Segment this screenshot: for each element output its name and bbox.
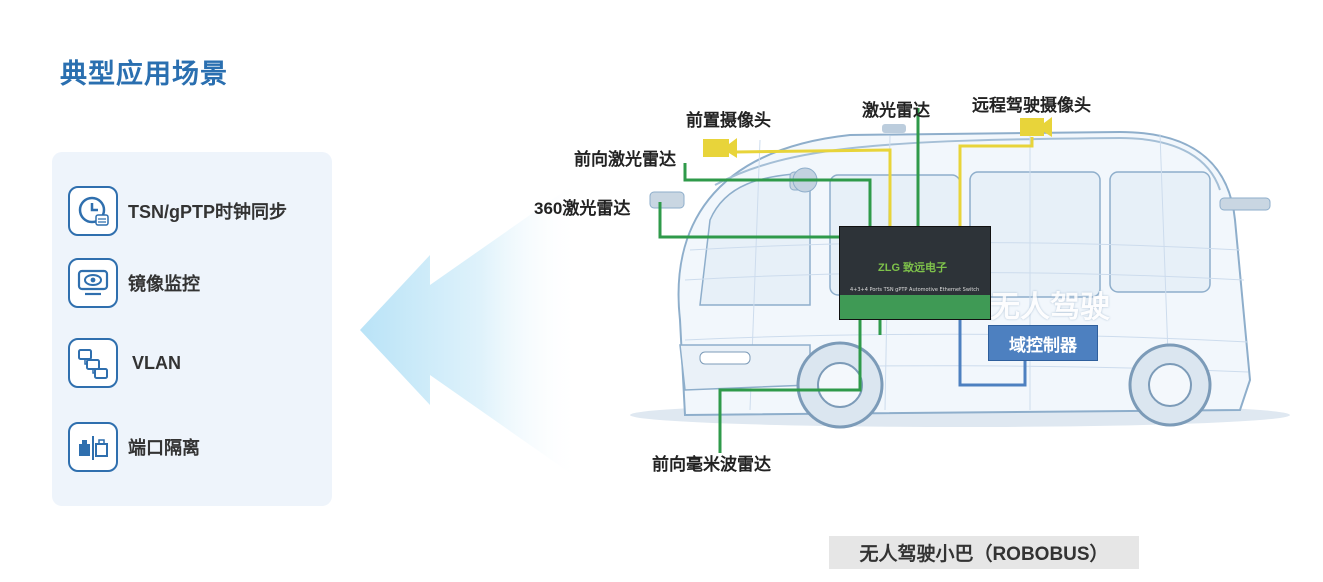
- section-title: 典型应用场景: [60, 59, 228, 89]
- feature-label: 端口隔离: [128, 438, 200, 458]
- switch-model: 4+3+4 Ports TSN gPTP Automotive Ethernet…: [850, 287, 980, 293]
- eye-monitor-icon: [68, 258, 118, 308]
- clock-sync-icon: [68, 186, 118, 236]
- feature-item-tsn: TSN/gPTP时钟同步: [68, 186, 287, 236]
- switch-brand: ZLG 致远电子: [878, 262, 948, 274]
- label-front-camera: 前置摄像头: [686, 111, 771, 130]
- feature-label: VLAN: [132, 352, 181, 373]
- label-remote-camera: 远程驾驶摄像头: [972, 96, 1091, 115]
- autonomous-watermark: 无人驾驶: [990, 291, 1110, 324]
- figure-caption: 无人驾驶小巴（ROBOBUS）: [829, 536, 1139, 569]
- feature-label: 镜像监控: [128, 274, 200, 294]
- label-360-lidar: 360激光雷达: [534, 199, 631, 218]
- label-front-lidar: 前向激光雷达: [574, 150, 676, 169]
- feature-item-vlan: VLAN: [68, 338, 181, 388]
- port-isolation-icon: [68, 422, 118, 472]
- arrow-fan-icon: [360, 180, 580, 480]
- ethernet-switch: ZLG 致远电子 4+3+4 Ports TSN gPTP Automotive…: [839, 226, 991, 320]
- switch-port-strip: [840, 295, 990, 319]
- robobus-illustration: [630, 108, 1290, 453]
- label-front-radar: 前向毫米波雷达: [652, 455, 771, 474]
- feature-item-port-isolation: 端口隔离: [68, 422, 200, 472]
- feature-panel: TSN/gPTP时钟同步 镜像监控 VLAN: [52, 152, 332, 506]
- domain-controller-box: 域控制器: [988, 325, 1098, 361]
- vlan-network-icon: [68, 338, 118, 388]
- label-lidar: 激光雷达: [862, 101, 930, 120]
- feature-label: TSN/gPTP时钟同步: [128, 202, 288, 222]
- feature-item-mirror: 镜像监控: [68, 258, 200, 308]
